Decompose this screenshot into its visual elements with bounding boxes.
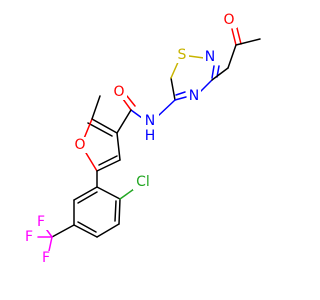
fluorine-bottom-label: F xyxy=(42,250,50,266)
bond-ph-cl xyxy=(119,188,135,200)
chlorine-label: Cl xyxy=(136,174,150,190)
bond-n2-c3 xyxy=(211,65,215,79)
bond-ketone-c-o xyxy=(231,28,237,46)
bond-ph-c2-c3 xyxy=(118,198,121,225)
bond-furan-c3-c2-double xyxy=(87,122,113,137)
amide-h-label: H xyxy=(145,128,156,144)
bond-c-f-bottom xyxy=(48,236,53,252)
bond-carbonyl-o-double xyxy=(126,95,136,107)
bond-ketone-c-o-double xyxy=(236,27,242,45)
ketone-o-label: O xyxy=(223,12,234,28)
bond-furan-c2-methyl xyxy=(91,95,101,120)
bond-ph-c2-c3-double xyxy=(114,200,117,222)
bond-n4-c5-double xyxy=(175,91,186,96)
bond-ph-c3-c4 xyxy=(96,223,120,238)
bond-carbonyl-o xyxy=(122,98,132,111)
bond-furan-c5-c4 xyxy=(96,159,121,172)
molecule-structure: S N N N H O O O Cl F F F xyxy=(23,12,261,266)
bond-ph-cf3 xyxy=(51,224,75,238)
amide-nh-label: N xyxy=(145,113,155,129)
bond-ph-c6-c1 xyxy=(73,186,98,201)
bond-ph-c4-c5-double xyxy=(77,221,97,233)
bond-c5-n1 xyxy=(170,77,176,101)
atom-labels: S N N N H O O O Cl F F F xyxy=(23,12,237,266)
sulfur-label: S xyxy=(178,47,187,63)
bond-s1-n2 xyxy=(188,55,205,59)
bond-ketone-c-methyl xyxy=(235,38,261,46)
furan-o-label: O xyxy=(74,137,85,153)
bond-furan-c4-c3 xyxy=(116,132,121,161)
bond-ph-c4-c5 xyxy=(73,224,98,238)
bond-c5-nh xyxy=(157,99,176,117)
bond-nh-carbonyl xyxy=(130,109,143,119)
thiadiazole-n-right-label: N xyxy=(189,88,199,104)
bond-ph-c1-c2 xyxy=(96,186,121,200)
bond-furan-c3-c2 xyxy=(91,118,118,134)
bond-carbonyl-furan-c3 xyxy=(116,109,132,134)
fluorine-top-label: F xyxy=(37,214,45,230)
bond-n4-c5 xyxy=(174,96,187,101)
bond-c3-ch2 xyxy=(211,67,229,81)
bond-ch2-ketone-c xyxy=(227,44,237,69)
bond-furan-c5-c4-double xyxy=(98,155,118,166)
bond-ph-c6-c1-double xyxy=(77,191,98,204)
thiadiazole-n-top-label: N xyxy=(205,49,215,65)
bond-c3-n4 xyxy=(199,79,213,93)
fluorine-left-label: F xyxy=(25,229,33,245)
amide-o-label: O xyxy=(113,84,124,100)
